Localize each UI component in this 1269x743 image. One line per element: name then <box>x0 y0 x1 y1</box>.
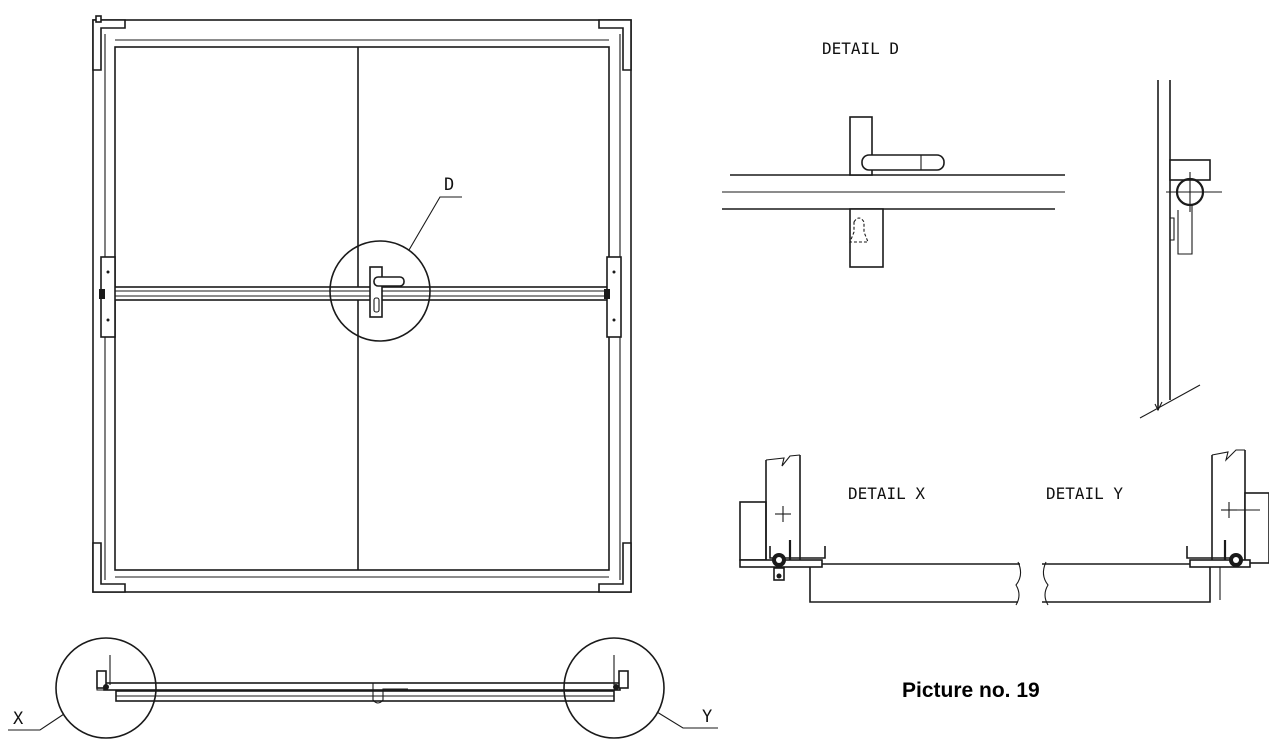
bar-bracket-right <box>604 256 622 338</box>
door-frame-outer <box>92 19 632 593</box>
figure-caption: Picture no. 19 <box>902 679 1040 702</box>
detail-d-leader <box>408 196 462 251</box>
central-handle <box>369 266 405 318</box>
door-section: X Y <box>8 637 718 739</box>
detail-d-callout-circle <box>329 240 431 342</box>
detail-y-title: DETAIL Y <box>1046 484 1123 503</box>
corner-bracket-bottom-left <box>92 542 126 593</box>
detail-x: DETAIL X <box>739 454 1022 606</box>
detail-d-side <box>1139 80 1222 419</box>
detail-y: DETAIL Y <box>1042 449 1269 606</box>
bar-bracket-left <box>99 256 116 338</box>
panic-bar <box>101 286 619 301</box>
detail-d-front: DETAIL D <box>722 39 1065 268</box>
door-elevation: D <box>92 15 632 593</box>
corner-bracket-top-left <box>92 15 126 71</box>
detail-d-title: DETAIL D <box>822 39 899 58</box>
door-frame-inner <box>114 46 610 571</box>
corner-bracket-top-right <box>598 19 632 71</box>
callout-x-label: X <box>13 709 24 729</box>
corner-bracket-bottom-right <box>598 542 632 593</box>
callout-d-label: D <box>444 175 454 195</box>
detail-y-callout-circle <box>563 637 665 739</box>
callout-y-label: Y <box>702 707 712 727</box>
detail-x-title: DETAIL X <box>848 484 925 503</box>
detail-x-callout-circle <box>55 637 157 739</box>
